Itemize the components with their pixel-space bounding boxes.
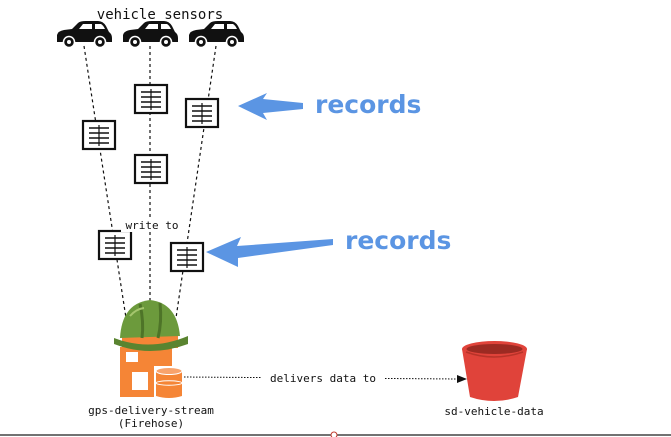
records-label-bottom: records <box>345 226 451 255</box>
construction-helmet-icon <box>114 300 188 351</box>
resize-handle[interactable] <box>330 431 338 437</box>
record-icon <box>97 229 133 261</box>
delivery-arrowhead <box>457 375 467 383</box>
vehicle-cars <box>56 20 245 49</box>
record-icon <box>133 153 169 185</box>
car-icon <box>122 20 179 49</box>
connection-right <box>175 45 217 319</box>
record-documents <box>81 83 220 273</box>
delivery-connector <box>183 376 459 380</box>
stream-name-label: gps-delivery-stream <box>88 404 214 417</box>
bucket-name-label: sd-vehicle-data <box>444 405 543 418</box>
records-arrow-top <box>238 93 303 120</box>
record-icon <box>81 119 117 151</box>
vehicle-sensors-title: vehicle sensors <box>97 7 223 23</box>
firehose-icon <box>120 330 184 398</box>
write-to-label-bg <box>121 218 183 232</box>
stream-type-label: (Firehose) <box>118 417 184 430</box>
write-to-label: write to <box>126 219 179 232</box>
connection-left <box>83 45 127 319</box>
record-icon <box>133 83 169 115</box>
record-icon <box>169 241 205 273</box>
s3-bucket-icon <box>462 341 527 401</box>
delivers-data-label: delivers data to <box>270 372 376 385</box>
records-label-top: records <box>315 90 421 119</box>
car-icon <box>56 20 113 49</box>
delivers-label-bg <box>262 371 384 385</box>
car-icon <box>188 20 245 49</box>
records-arrow-bottom <box>206 237 333 267</box>
record-icon <box>184 97 220 129</box>
